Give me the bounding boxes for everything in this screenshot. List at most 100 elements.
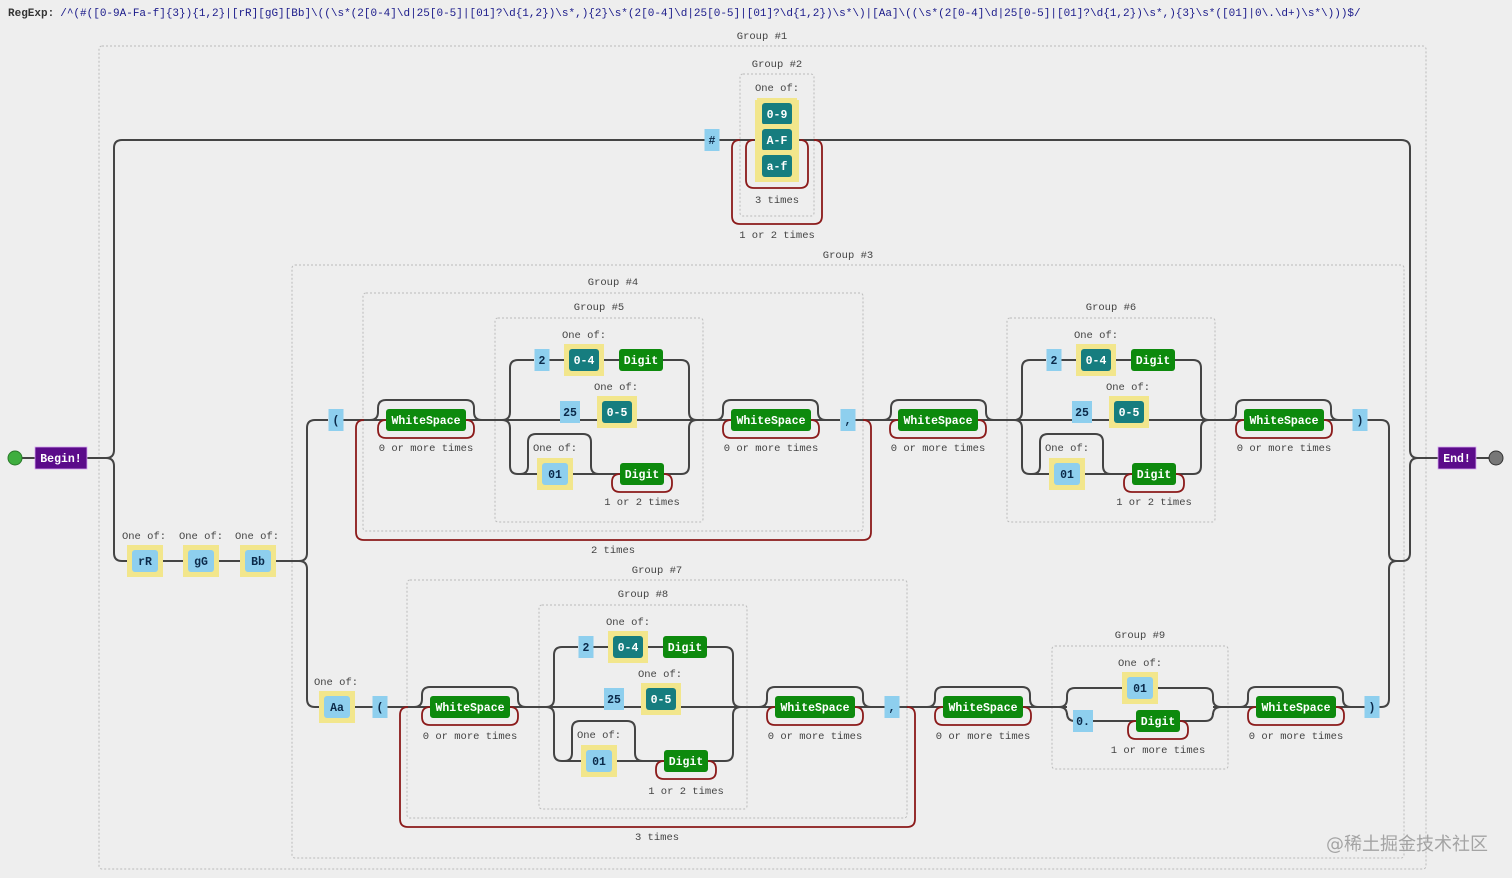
repeat-label-zero-or-more: 0 or more times [379,443,474,455]
octet-set-01-g5-box [542,463,568,485]
range-a-f-box [762,155,792,177]
octet-range-0-5-g8-text: 0-5 [651,694,672,707]
group-4-box [362,292,864,532]
group-9-label: Group #9 [1115,630,1165,642]
octet-digit-g6-box [1131,349,1175,371]
begin-node [34,446,88,470]
alpha-digit-box [1136,710,1180,732]
whitespace-loop-6 [934,706,1032,726]
octet-digit-opt-g8-box [664,750,708,772]
octet-lit-2-g5: 2 [534,349,550,371]
end-node [1437,446,1477,470]
whitespace-node-1-box [731,409,811,431]
octet-lit-2-g6-text: 2 [1051,355,1058,368]
ws-skip [369,399,483,421]
octet-digit-opt-g5-text: Digit [625,469,660,482]
loop-2-times [355,419,872,541]
digit-loop-0 [611,473,673,493]
open-paren-literal-box [328,409,344,431]
range-A-F-box [762,129,792,151]
set-Aa-text: Aa [330,702,344,715]
octet-rails-g5 [482,359,698,475]
repeat-label-zero-or-more: 0 or more times [1249,731,1344,743]
ws-skip [758,686,872,708]
regexp-pattern: /^(#([0-9A-Fa-f]{3}){1,2}|[rR][gG][Bb]\(… [60,8,1361,20]
one-of-label: One of: [1074,330,1118,342]
whitespace-node-5-text: WhiteSpace [780,702,849,715]
group-1-label: Group #1 [737,31,787,43]
octet-lit-25-g8-box [604,688,624,710]
set-Bb-box [245,550,271,572]
hash-literal: # [704,129,720,151]
whitespace-node-4-text: WhiteSpace [435,702,504,715]
octet-lit-2-g6-box [1046,349,1062,371]
octet-set-01-g5-text: 01 [548,469,562,482]
alpha-set-01-box [1127,677,1153,699]
close-paren-literal-a: ) [1364,696,1380,718]
alpha-set-01: 01 [1122,672,1158,704]
octet-digit-opt-g6: Digit [1132,463,1176,485]
repeat-label-zero-or-more: 0 or more times [1237,443,1332,455]
whitespace-node-5-box [775,696,855,718]
whitespace-node-7-box [1256,696,1336,718]
set-gG-text: gG [194,556,208,569]
whitespace-node-6-box [943,696,1023,718]
octet-digit-g8-box [663,636,707,658]
octet-range-0-4-g8: 0-4 [608,631,648,663]
whitespace-node-2-text: WhiteSpace [903,415,972,428]
range-A-F-text: A-F [767,135,788,148]
octet-digit-g5-text: Digit [624,355,659,368]
alpha-digit: Digit [1136,710,1180,732]
octet-lit-25-g5-box [560,401,580,423]
one-of-label: One of: [314,677,358,689]
end-label: End! [1443,453,1471,466]
alpha-lit-0-dot-text: 0. [1076,716,1090,729]
octet-digit-opt-g5: Digit [620,463,664,485]
open-paren-literal-a-text: ( [377,702,384,715]
set-Aa-box [324,696,350,718]
set-rR-text: rR [138,556,152,569]
repeat-label-one-or-two: 1 or 2 times [1116,497,1192,509]
whitespace-node-5: WhiteSpace [775,696,855,718]
rail-a-row [350,560,1398,708]
octet-digit-g5: Digit [619,349,663,371]
start-circle [7,450,23,466]
whitespace-node-1-text: WhiteSpace [736,415,805,428]
one-of-label: One of: [606,617,650,629]
repeat-label-zero-or-more: 0 or more times [936,731,1031,743]
repeat-labels: 0 or more times 0 or more times 0 or more … [379,443,1344,798]
rail-split-rgb-a [298,419,328,708]
one-of-label: One of: [179,531,223,543]
set-gG: gG [183,545,219,577]
alpha-lit-0-dot-box [1073,710,1093,732]
octet-lit-2-g5-box [534,349,550,371]
ws-skip [1239,686,1352,708]
whitespace-node-7: WhiteSpace [1256,696,1336,718]
ws-skip [1227,399,1340,421]
comma-literal-a: , [884,696,900,718]
one-of-label: One of: [1118,658,1162,670]
label-3-times: 3 times [755,195,799,207]
octet-range-0-4-g5: 0-4 [564,344,604,376]
close-paren-literal: ) [1352,409,1368,431]
octet-range-0-5-g5: 0-5 [597,396,637,428]
one-of-labels: One of:One of:One of:One of:One of:One o… [122,83,1162,742]
repeat-label-zero-or-more: 0 or more times [891,443,986,455]
regexp-label: RegExp: [8,8,55,20]
repeat-label-zero-or-more: 0 or more times [423,731,518,743]
octet-set-01-g6: 01 [1049,458,1085,490]
set-gG-box [188,550,214,572]
label-3-times-a: 3 times [635,832,679,844]
label-1-or-2-times: 1 or 2 times [739,230,815,242]
ws-skip [926,686,1039,708]
octet-digit-g8-text: Digit [668,642,703,655]
hash-literal-box [704,129,720,151]
octet-set-01-g8: 01 [581,745,617,777]
octet-range-0-5-g6-text: 0-5 [1119,407,1140,420]
whitespace-loops [377,419,1345,726]
octet-digit-g5-box [619,349,663,371]
whitespace-node-0: WhiteSpace [386,409,466,431]
digit-loop-1 [1123,473,1185,493]
whitespace-loop-3 [1235,419,1333,439]
close-paren-literal-box [1352,409,1368,431]
